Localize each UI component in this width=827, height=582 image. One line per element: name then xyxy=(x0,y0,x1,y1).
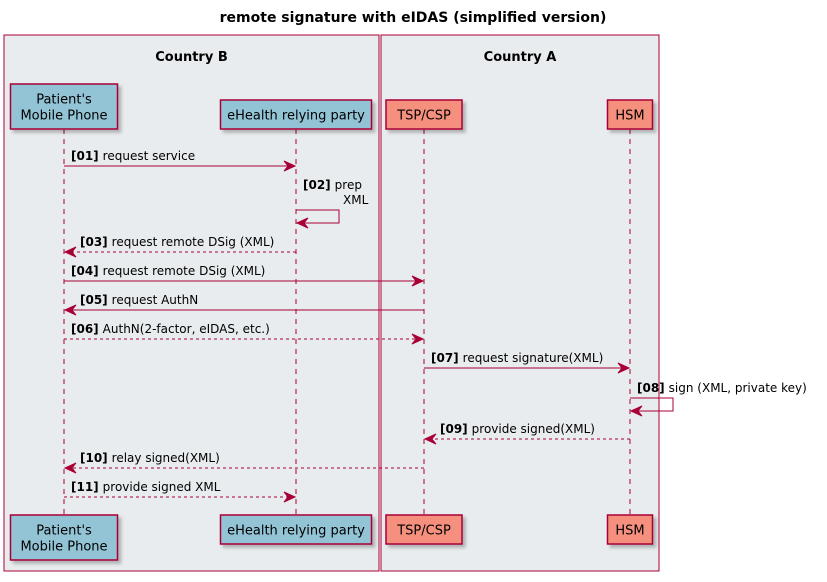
message-text: relay signed(XML) xyxy=(112,451,220,465)
participant-box xyxy=(9,83,119,130)
message-text: provide signed XML xyxy=(103,480,221,494)
message-number: [10] xyxy=(80,451,108,465)
message-text: request remote DSig (XML) xyxy=(103,264,266,278)
message-label: [04] request remote DSig (XML) xyxy=(71,264,265,278)
message-9: [09] provide signed(XML) xyxy=(423,422,630,445)
participant-label: HSM xyxy=(615,524,644,539)
diagram-title: remote signature with eIDAS (simplified … xyxy=(220,10,607,26)
message-label: XML xyxy=(343,193,369,207)
message-label: [07] request signature(XML) xyxy=(431,351,603,365)
arrow-head xyxy=(411,333,425,345)
message-label: [08] sign (XML, private key) xyxy=(637,381,807,395)
message-label: [10] relay signed(XML) xyxy=(80,451,220,465)
participant-box xyxy=(606,99,654,130)
participant-hsm-bottom: HSM xyxy=(606,514,654,545)
message-7: [07] request signature(XML) xyxy=(424,351,631,374)
box-title-country_a: Country A xyxy=(484,50,557,65)
message-text: AuthN(2-factor, eIDAS, etc.) xyxy=(103,322,270,336)
participant-label: TSP/CSP xyxy=(396,109,451,124)
message-number: [01] xyxy=(71,149,99,163)
arrow-head xyxy=(63,304,77,316)
box-title-country_b: Country B xyxy=(155,50,228,65)
participant-box xyxy=(219,99,373,130)
message-text: provide signed(XML) xyxy=(472,422,595,436)
message-text: sign (XML, private key) xyxy=(669,381,807,395)
message-number: [02] xyxy=(303,178,331,192)
message-label: [05] request AuthN xyxy=(80,293,198,307)
message-text: request remote DSig (XML) xyxy=(112,235,275,249)
participant-label: eHealth relying party xyxy=(227,524,365,539)
participant-label: Mobile Phone xyxy=(20,540,107,555)
arrow-head xyxy=(423,433,437,445)
arrow-head xyxy=(283,160,297,172)
participant-box xyxy=(385,514,463,545)
participant-box xyxy=(9,514,119,561)
message-11: [11] provide signed XML xyxy=(64,480,297,503)
message-line xyxy=(296,209,340,224)
participant-rp-bottom: eHealth relying party xyxy=(219,514,373,545)
message-label: [01] request service xyxy=(71,149,195,163)
arrow-head xyxy=(617,362,631,374)
message-number: [07] xyxy=(431,351,459,365)
participant-label: TSP/CSP xyxy=(396,524,451,539)
message-label: [09] provide signed(XML) xyxy=(440,422,595,436)
participant-label: HSM xyxy=(615,109,644,124)
message-label: [11] provide signed XML xyxy=(71,480,221,494)
arrow-head xyxy=(63,246,77,258)
message-5: [05] request AuthN xyxy=(63,293,424,316)
message-number: [09] xyxy=(440,422,468,436)
message-label: [02] prep xyxy=(303,178,362,192)
participant-rp-top: eHealth relying party xyxy=(219,99,373,130)
arrow-head xyxy=(629,405,643,417)
message-1: [01] request service xyxy=(64,149,297,172)
participant-tsp-bottom: TSP/CSP xyxy=(385,514,463,545)
message-4: [04] request remote DSig (XML) xyxy=(64,264,425,287)
participant-tsp-top: TSP/CSP xyxy=(385,99,463,130)
participant-box xyxy=(606,514,654,545)
message-number: [11] xyxy=(71,480,99,494)
message-number: [05] xyxy=(80,293,108,307)
message-10: [10] relay signed(XML) xyxy=(63,451,424,474)
participant-box xyxy=(385,99,463,130)
message-text: XML xyxy=(343,193,369,207)
participant-label: Mobile Phone xyxy=(20,109,107,124)
arrow-head xyxy=(295,217,309,229)
message-3: [03] request remote DSig (XML) xyxy=(63,235,296,258)
message-8: [08] sign (XML, private key) xyxy=(629,381,807,417)
message-text: request signature(XML) xyxy=(463,351,604,365)
participant-label: Patient's xyxy=(36,93,92,108)
participant-label: eHealth relying party xyxy=(227,109,365,124)
message-label: [03] request remote DSig (XML) xyxy=(80,235,274,249)
message-6: [06] AuthN(2-factor, eIDAS, etc.) xyxy=(64,322,425,345)
arrow-head xyxy=(411,275,425,287)
arrow-head xyxy=(283,491,297,503)
message-line xyxy=(630,397,674,412)
participant-label: Patient's xyxy=(36,524,92,539)
message-text: request service xyxy=(103,149,195,163)
message-number: [06] xyxy=(71,322,99,336)
participant-hsm-top: HSM xyxy=(606,99,654,130)
message-number: [08] xyxy=(637,381,665,395)
message-label: [06] AuthN(2-factor, eIDAS, etc.) xyxy=(71,322,270,336)
message-number: [03] xyxy=(80,235,108,249)
arrow-head xyxy=(63,462,77,474)
message-number: [04] xyxy=(71,264,99,278)
message-text: prep xyxy=(335,178,362,192)
participant-box xyxy=(219,514,373,545)
message-text: request AuthN xyxy=(112,293,199,307)
